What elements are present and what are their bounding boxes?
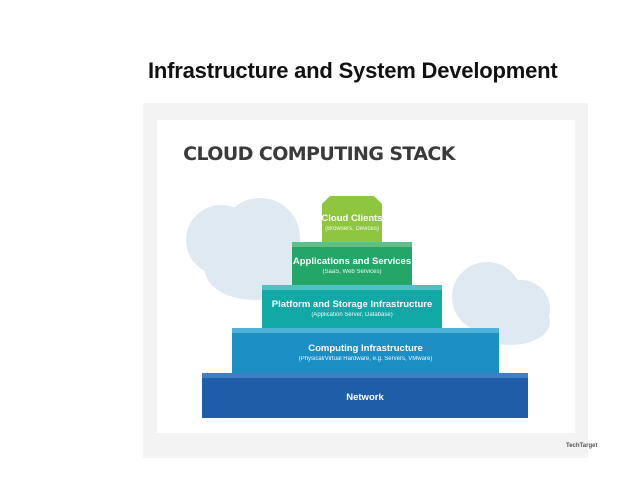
layer-label: Applications and Services <box>292 255 412 267</box>
layer-cloud-clients: Cloud Clients (Browsers, Devices) <box>321 204 383 242</box>
layer-label: Cloud Clients <box>321 212 383 224</box>
layer-computing-infrastructure: Computing Infrastructure (Physical/Virtu… <box>232 333 499 373</box>
layer-sub: (Browsers, Devices) <box>325 225 379 232</box>
stack-title: CLOUD COMPUTING STACK <box>183 143 455 165</box>
layer-label: Network <box>346 392 384 403</box>
layer-sub: (Physical/Virtual Hardware, e.g. Servers… <box>298 355 433 362</box>
cloud-clients-roof <box>322 196 382 204</box>
layer-sub: (Application Server, Database) <box>311 311 393 318</box>
layer-label: Computing Infrastructure <box>308 342 423 354</box>
slide-title: Infrastructure and System Development <box>148 58 558 83</box>
layer-label: Platform and Storage Infrastructure <box>271 298 433 310</box>
step-bevel <box>292 242 412 247</box>
layer-platform-storage: Platform and Storage Infrastructure (App… <box>262 290 442 328</box>
layer-network: Network <box>202 378 528 418</box>
brand-logo: TechTarget <box>566 443 598 449</box>
step-bevel <box>202 373 528 378</box>
layer-sub: (SaaS, Web Services) <box>322 268 382 275</box>
layer-applications-services: Applications and Services (SaaS, Web Ser… <box>292 247 412 285</box>
step-bevel <box>232 328 499 333</box>
step-bevel <box>262 285 442 290</box>
